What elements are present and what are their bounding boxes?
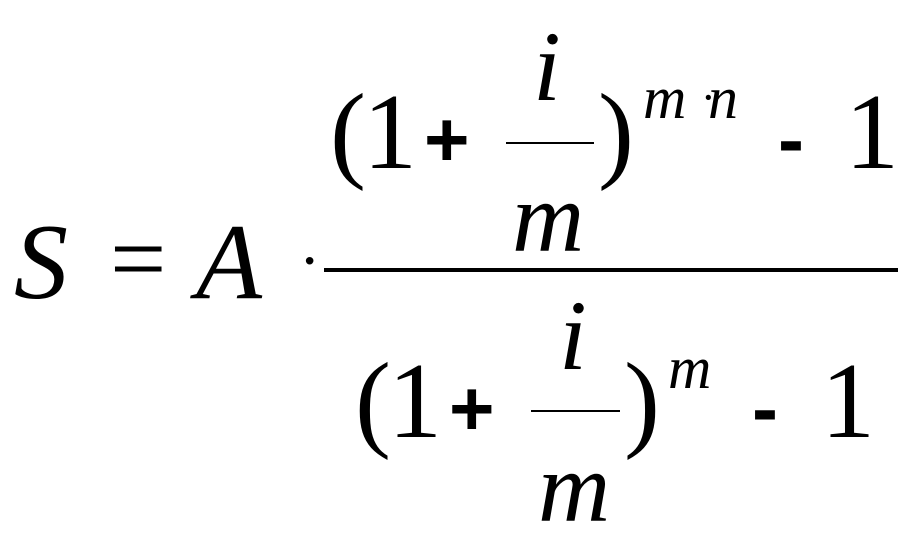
numerator-exponent-m: m bbox=[643, 65, 686, 131]
denominator-inner-m: m bbox=[538, 432, 610, 543]
denominator-exponent-m: m bbox=[668, 335, 711, 401]
multiply-dot: · bbox=[299, 225, 320, 296]
denominator-one-tail: 1 bbox=[821, 342, 875, 461]
denominator-close-paren: ) bbox=[624, 342, 660, 461]
numerator-open-paren: ( bbox=[330, 73, 366, 192]
equals-sign: = bbox=[110, 203, 166, 314]
numerator-exponent-dot: · bbox=[701, 73, 716, 122]
denominator-open-paren: ( bbox=[355, 342, 391, 461]
denominator-inner-i: i bbox=[559, 280, 587, 391]
numerator-inner-m: m bbox=[512, 162, 584, 273]
numerator-close-paren: ) bbox=[598, 73, 634, 192]
lhs-symbol-s: S bbox=[14, 203, 68, 322]
denominator: ( 1 + i m ) m - 1 bbox=[355, 280, 875, 543]
numerator-inner-i: i bbox=[533, 11, 561, 122]
numerator-plus: + bbox=[424, 95, 470, 183]
numerator: ( 1 + i m ) m · n - 1 bbox=[330, 11, 899, 273]
numerator-minus: - bbox=[778, 95, 804, 183]
coefficient-a: A bbox=[190, 203, 263, 322]
numerator-one-tail: 1 bbox=[845, 73, 899, 192]
numerator-one: 1 bbox=[363, 73, 417, 192]
denominator-minus: - bbox=[752, 364, 778, 452]
denominator-plus: + bbox=[449, 364, 495, 452]
denominator-one: 1 bbox=[388, 342, 442, 461]
numerator-exponent-n: n bbox=[708, 65, 738, 131]
